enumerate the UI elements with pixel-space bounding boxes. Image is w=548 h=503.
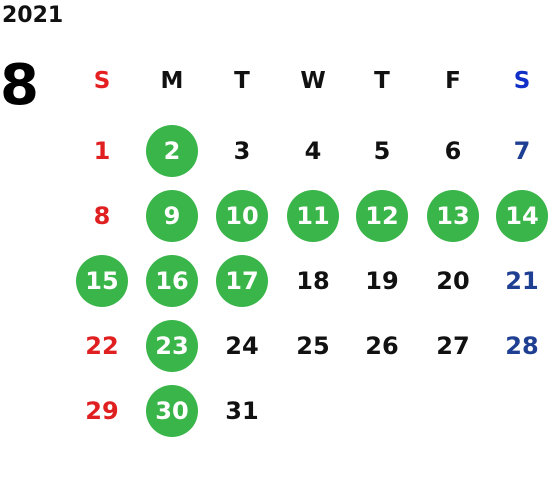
highlighted-day-cell: 10: [216, 190, 268, 242]
weekday-header: F: [445, 68, 461, 94]
month-label: 8: [0, 53, 39, 118]
day-cell: 28: [505, 332, 539, 360]
weekday-header: S: [93, 68, 111, 94]
day-cell: 19: [365, 267, 399, 295]
day-cell: 8: [93, 202, 111, 230]
day-cell: 24: [225, 332, 259, 360]
day-cell: 5: [373, 137, 391, 165]
highlighted-day-cell: 17: [216, 255, 268, 307]
highlighted-day-cell: 9: [146, 190, 198, 242]
weekday-header: S: [513, 68, 531, 94]
day-cell: 27: [436, 332, 470, 360]
highlighted-day-cell: 16: [146, 255, 198, 307]
year-label: 2021: [2, 3, 64, 28]
day-cell: 6: [444, 137, 462, 165]
day-cell: 29: [85, 397, 119, 425]
highlighted-day-cell: 15: [76, 255, 128, 307]
highlighted-day-cell: 13: [427, 190, 479, 242]
day-cell: 21: [505, 267, 539, 295]
day-cell: 3: [233, 137, 251, 165]
day-cell: 31: [225, 397, 259, 425]
weekday-header: W: [300, 68, 326, 94]
highlighted-day-cell: 23: [146, 320, 198, 372]
highlighted-day-cell: 14: [496, 190, 548, 242]
day-cell: 7: [513, 137, 531, 165]
day-cell: 20: [436, 267, 470, 295]
day-cell: 18: [296, 267, 330, 295]
day-cell: 26: [365, 332, 399, 360]
day-cell: 25: [296, 332, 330, 360]
highlighted-day-cell: 12: [356, 190, 408, 242]
weekday-header: M: [160, 68, 184, 94]
highlighted-day-cell: 11: [287, 190, 339, 242]
day-cell: 22: [85, 332, 119, 360]
weekday-header: T: [234, 68, 250, 94]
day-cell: 4: [304, 137, 322, 165]
highlighted-day-cell: 2: [146, 125, 198, 177]
highlighted-day-cell: 30: [146, 385, 198, 437]
weekday-header: T: [374, 68, 390, 94]
day-cell: 1: [93, 137, 111, 165]
